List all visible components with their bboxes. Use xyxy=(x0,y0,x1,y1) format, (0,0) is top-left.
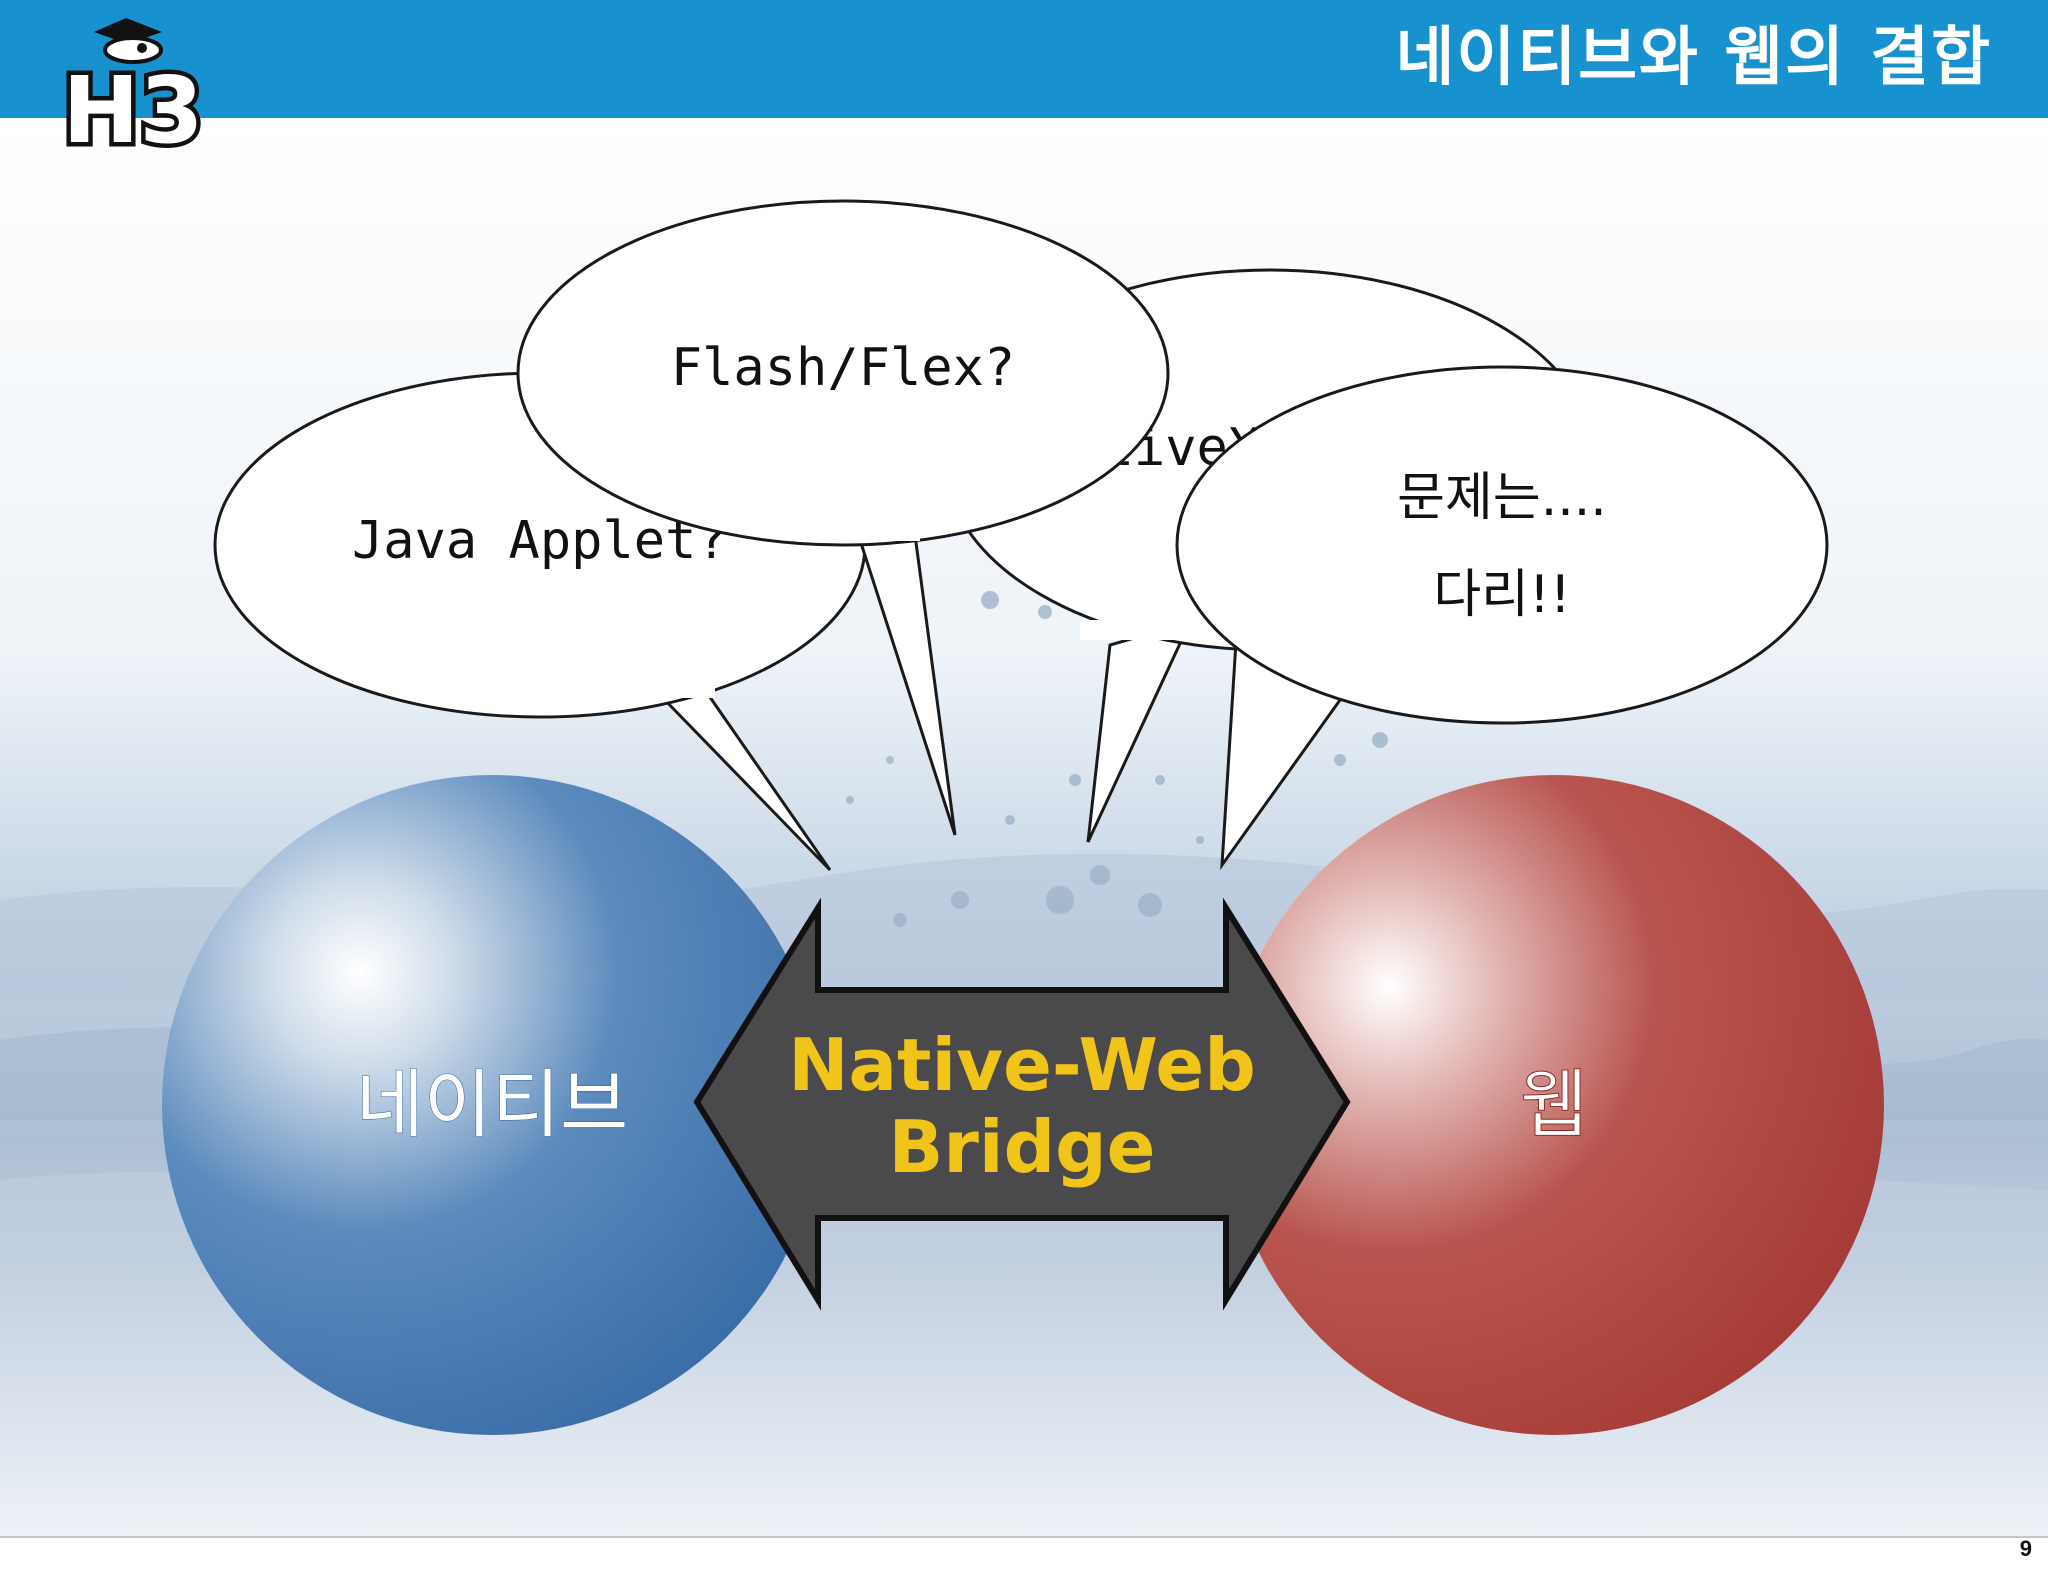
footer-divider xyxy=(0,1536,2048,1538)
bubble-problem-line2: 다리!! xyxy=(1433,565,1570,625)
slide-title: 네이티브와 웹의 결합 xyxy=(1395,21,1992,95)
web-label: 웹 xyxy=(1520,1062,1588,1148)
bridge-label-line2: Bridge xyxy=(889,1105,1156,1189)
h3-logo: H3 xyxy=(58,18,208,156)
bubble-flash-text: Flash/Flex? xyxy=(671,338,1015,398)
speech-bubble-problem: 문제는.... 다리!! xyxy=(1175,365,1829,871)
bridge-label-line1: Native-Web xyxy=(788,1023,1256,1107)
logo-text: H3 xyxy=(62,57,203,156)
bridge-arrow-shape xyxy=(693,897,1351,1311)
bridge-arrow: Native-Web Bridge xyxy=(693,897,1351,1311)
web-sphere: 웹 xyxy=(1224,775,1884,1435)
page-number: 9 xyxy=(2019,1536,2032,1561)
header-bar xyxy=(0,0,2048,118)
speech-bubble-flash: Flash/Flex? xyxy=(516,199,1170,836)
native-sphere: 네이티브 xyxy=(162,775,822,1435)
bubble-java-text: Java Applet? xyxy=(352,511,728,571)
bubble-problem-line1: 문제는.... xyxy=(1397,468,1607,528)
native-label: 네이티브 xyxy=(356,1062,628,1148)
